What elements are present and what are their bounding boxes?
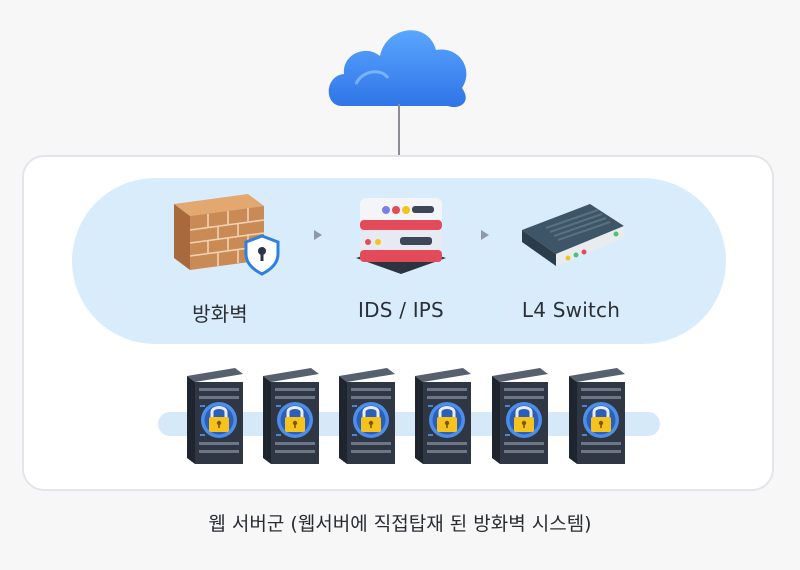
cloud-icon bbox=[328, 30, 467, 108]
locked-server-icon bbox=[490, 368, 550, 466]
pipeline-label-firewall: 방화벽 bbox=[192, 302, 248, 326]
pipeline-label-ids-ips: IDS / IPS bbox=[358, 298, 444, 322]
flow-arrow bbox=[481, 230, 489, 240]
pipeline-label-l4-switch: L4 Switch bbox=[521, 298, 621, 322]
network-switch-icon bbox=[522, 204, 624, 266]
locked-server-icon bbox=[337, 368, 397, 466]
diagram-caption: 웹 서버군 (웹서버에 직접탑재 된 방화벽 시스템) bbox=[208, 513, 592, 535]
locked-server-icon bbox=[567, 368, 627, 466]
flow-arrow bbox=[314, 230, 322, 240]
ids-ips-appliance-icon bbox=[356, 198, 446, 274]
locked-server-icon bbox=[413, 368, 473, 466]
locked-server-icon bbox=[261, 368, 321, 466]
locked-server-icon bbox=[185, 368, 245, 466]
cloud-connector-line bbox=[398, 104, 400, 156]
firewall-brick-wall-icon bbox=[174, 194, 280, 276]
